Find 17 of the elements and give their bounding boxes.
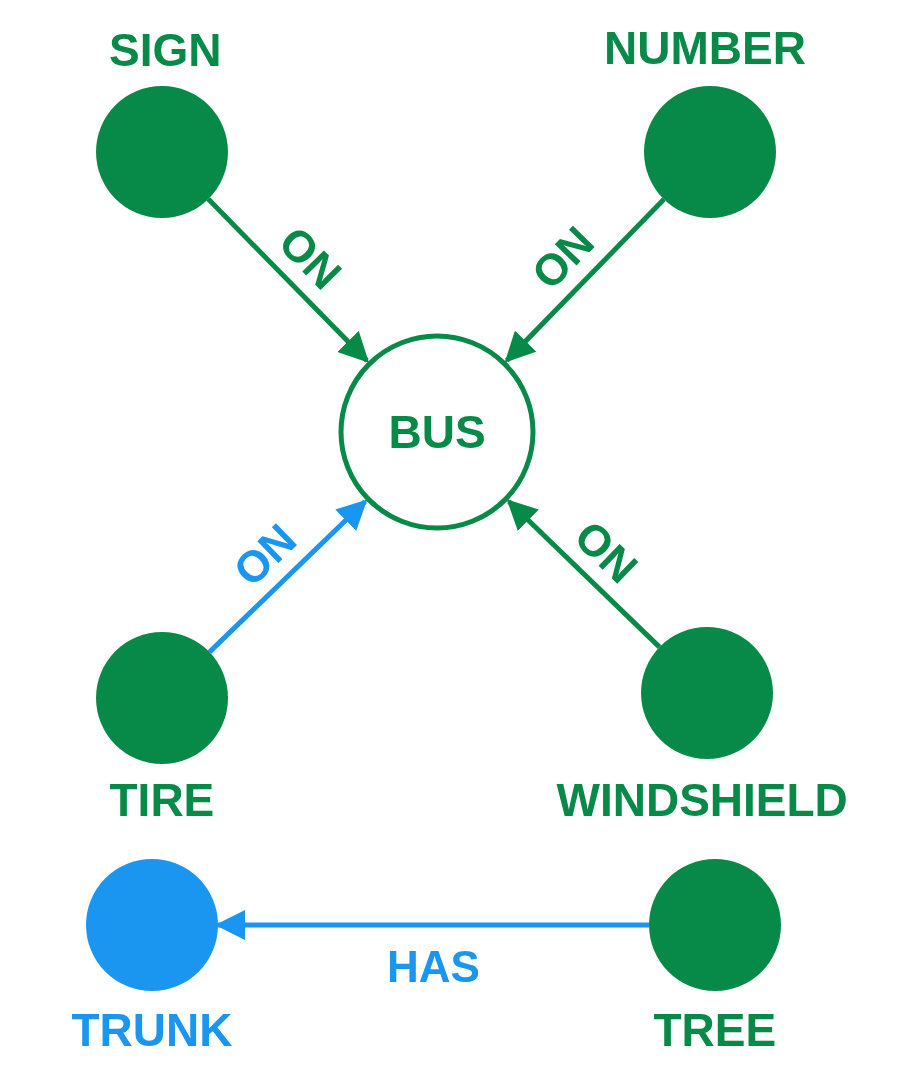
arrow (207, 499, 368, 654)
arrow (215, 910, 649, 940)
edge-label: ON (567, 513, 646, 592)
edge-label: ON (226, 516, 305, 594)
node-label: WINDSHIELD (556, 777, 848, 823)
arrow (504, 197, 666, 363)
node-label: TREE (653, 1007, 777, 1053)
node-label: TRUNK (71, 1007, 233, 1053)
node-label: SIGN (109, 27, 222, 73)
node-label: NUMBER (604, 25, 806, 71)
arrow (206, 197, 370, 363)
edge-label: HAS (387, 945, 480, 989)
node-label: TIRE (109, 777, 215, 823)
edge-label: ON (270, 218, 349, 297)
arrow (506, 499, 662, 649)
node-label: BUS (388, 409, 486, 455)
edge-label: ON (524, 218, 603, 297)
